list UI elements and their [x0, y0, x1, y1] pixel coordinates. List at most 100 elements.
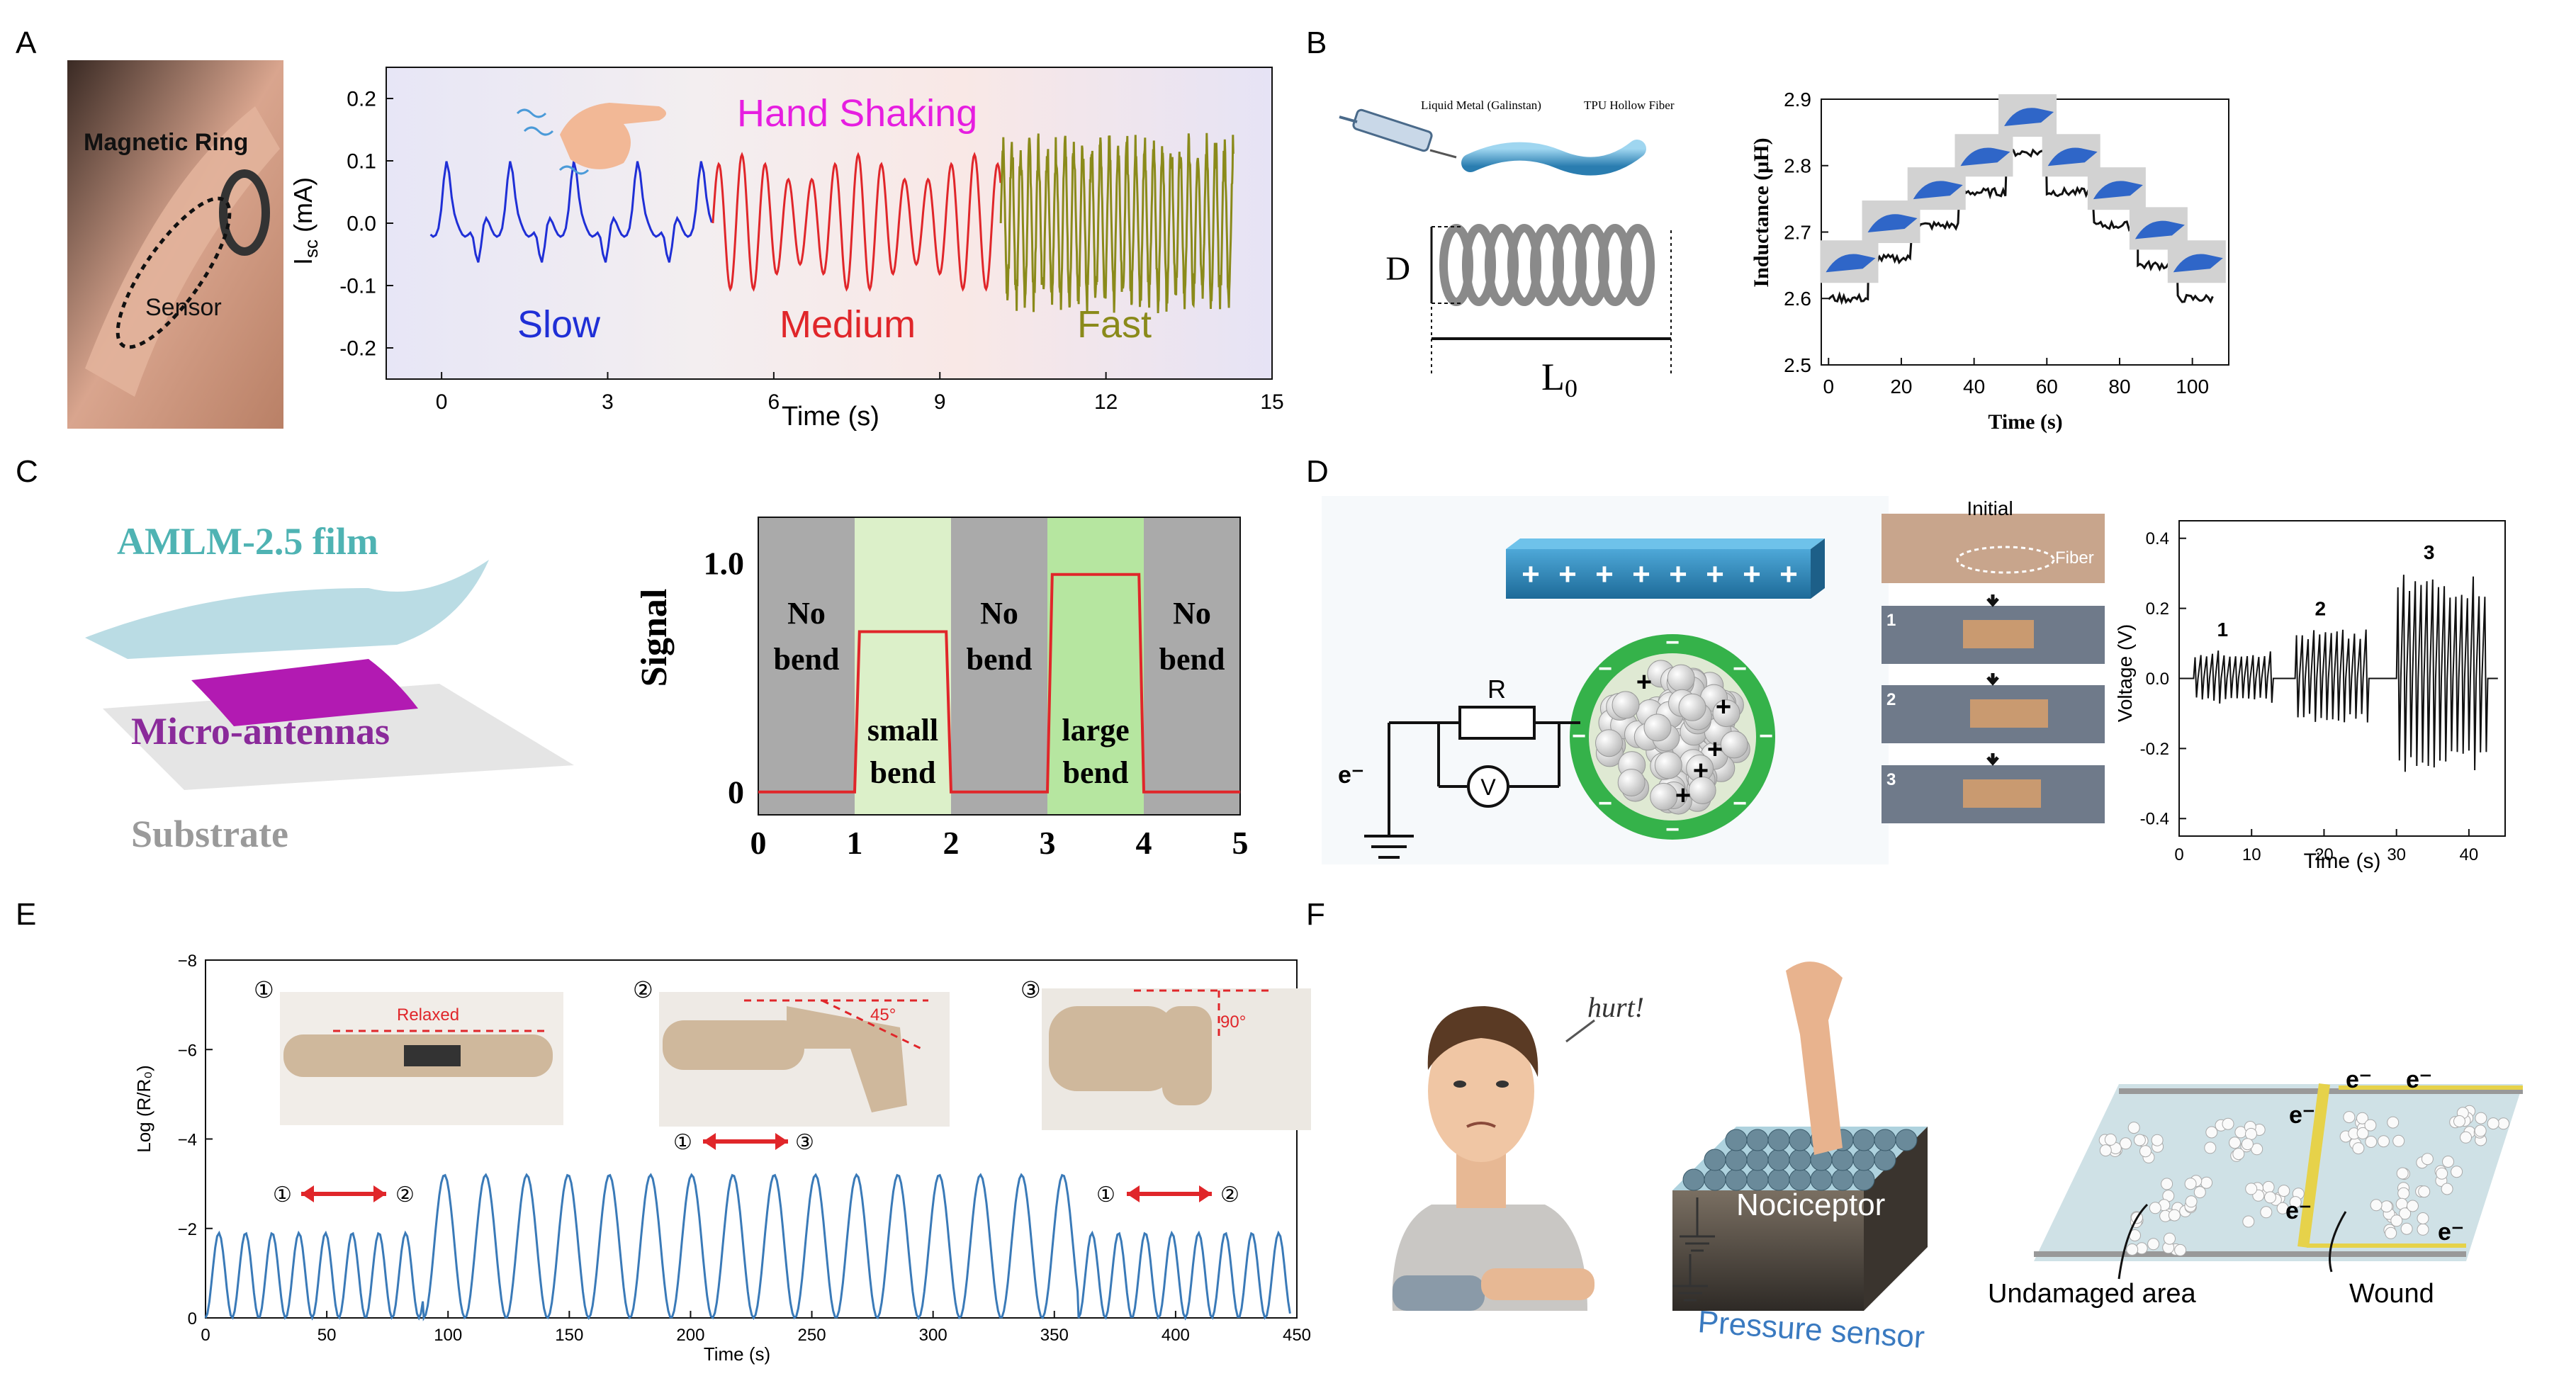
electron-label-f5: e⁻ — [2438, 1219, 2464, 1246]
particle-charge: + — [1636, 667, 1652, 697]
fiber-particle — [1617, 769, 1646, 796]
amlm-film-layer — [85, 560, 489, 659]
positive-charge: + — [1743, 557, 1761, 592]
syringe-icon — [1339, 108, 1457, 159]
material-flake — [2356, 1127, 2369, 1139]
tpu-fiber-shape — [1461, 140, 1646, 176]
wound-label: Wound — [2349, 1279, 2434, 1309]
material-flake — [2245, 1183, 2258, 1195]
negative-charge: − — [1598, 655, 1612, 682]
panel-c: C AMLM-2.5 film Micro-antennas Substrate… — [16, 454, 1249, 861]
chart-c-xtick-label: 2 — [943, 825, 960, 861]
sensor-sphere — [1789, 1149, 1811, 1171]
fiber-particle — [1650, 782, 1678, 811]
material-flake — [2174, 1244, 2187, 1256]
panel-letter-c: C — [16, 454, 38, 489]
chart-a-series-fast — [999, 132, 1234, 314]
material-flake — [2380, 1200, 2393, 1213]
material-flake — [2356, 1112, 2368, 1124]
chart-b-xtick-label: 20 — [1890, 376, 1912, 397]
material-flake — [2407, 1200, 2419, 1212]
chart-b-ytick-label: 2.6 — [1784, 288, 1811, 310]
chart-d-ytick-label: 0.0 — [2146, 670, 2169, 689]
svg-text:①: ① — [673, 1131, 692, 1154]
material-flake — [2436, 1167, 2448, 1180]
chart-b-ytick-label: 2.5 — [1784, 354, 1811, 376]
fiber-particle — [1654, 751, 1682, 779]
sensor-sphere — [1789, 1129, 1811, 1151]
chart-b-xlabel: Time (s) — [1988, 410, 2062, 434]
pressure-sensor-label: Pressure sensor — [1697, 1304, 1925, 1355]
chart-e-xtick-label: 300 — [919, 1326, 947, 1345]
chart-d-group-label: 1 — [2217, 619, 2229, 641]
chart-e-xtick-label: 150 — [555, 1326, 583, 1345]
sensor-sphere — [1767, 1149, 1790, 1171]
material-flake — [2378, 1135, 2390, 1148]
chart-d-group-label: 2 — [2315, 597, 2327, 619]
region-label-medium: Medium — [780, 303, 916, 346]
sensor-sphere — [1895, 1129, 1918, 1151]
chart-c-band-2 — [855, 517, 951, 815]
electron-label-f3: e⁻ — [2406, 1066, 2432, 1093]
chart-e-ylabel: Log (R/R₀) — [133, 1065, 154, 1153]
chart-c-xtick-label: 3 — [1040, 825, 1056, 861]
arrow-group-3: ① ② — [1096, 1183, 1239, 1207]
electron-label-f1: e⁻ — [2289, 1102, 2315, 1129]
chart-d-xtick-label: 10 — [2242, 845, 2261, 864]
material-flake — [2400, 1222, 2413, 1235]
material-flake — [2397, 1187, 2410, 1200]
chart-a-xtick-label: 6 — [768, 390, 780, 414]
chart-c-band-4 — [1047, 517, 1144, 815]
particle-charge: + — [1716, 692, 1731, 722]
material-flake — [2276, 1202, 2289, 1214]
chart-c-ytick-label: 0 — [728, 774, 744, 811]
photo-45-label: 45° — [870, 1005, 896, 1025]
coil-turn — [1621, 224, 1655, 306]
chart-a-ytick-label: -0.2 — [339, 337, 376, 361]
chart-a-series-medium — [712, 152, 1002, 292]
fiber-particle — [1678, 693, 1706, 721]
photo-step-1: 1 — [1886, 611, 1896, 630]
chart-d-xtick-label: 20 — [2315, 845, 2334, 864]
liquid-metal-label: Liquid Metal (Galinstan) — [1421, 98, 1541, 112]
speech-hurt: hurt! — [1587, 991, 1644, 1023]
material-flake — [2392, 1134, 2405, 1147]
material-flake — [2232, 1148, 2245, 1161]
material-flake — [2127, 1122, 2140, 1134]
positive-charge: + — [1558, 557, 1577, 592]
chart-d-xtick-label: 30 — [2387, 845, 2406, 864]
chart-c-frame — [758, 517, 1241, 816]
panel-letter-d: D — [1306, 454, 1329, 489]
material-flake — [2264, 1191, 2276, 1204]
electron-label-f2: e⁻ — [2346, 1066, 2372, 1093]
chart-b-ylabel: Inductance (μH) — [1750, 137, 1773, 287]
chart-c-ylabel: Signal — [634, 589, 675, 687]
chart-b-inductance-line — [1828, 147, 2214, 305]
blue-glove-shape — [1826, 254, 1876, 273]
sensor-sphere — [1725, 1149, 1748, 1171]
chart-b-xtick-label: 100 — [2176, 376, 2209, 397]
svg-text:①: ① — [1096, 1183, 1115, 1207]
material-flake — [2168, 1209, 2181, 1222]
chart-a-xlabel: Time (s) — [782, 402, 879, 432]
blue-glove-shape — [2004, 108, 2054, 126]
particle-charge: + — [1707, 735, 1723, 765]
chart-a-ytick-label: 0.1 — [347, 150, 376, 174]
panel-letter-f: F — [1306, 897, 1325, 932]
chart-c-band-1 — [758, 517, 855, 815]
photo-fiber-label: Fiber — [2055, 548, 2094, 568]
chart-a-xtick-label: 0 — [436, 390, 448, 414]
undamaged-area-label: Undamaged area — [1988, 1279, 2197, 1309]
material-flake — [2139, 1145, 2152, 1158]
chart-c-ytick-label: 1.0 — [704, 546, 745, 582]
d-label: D — [1385, 250, 1410, 288]
chart-c-xtick-label: 4 — [1136, 825, 1152, 861]
material-flake — [2475, 1112, 2487, 1124]
material-flake — [2161, 1178, 2173, 1190]
chart-b-xtick-label: 40 — [1963, 376, 1985, 397]
